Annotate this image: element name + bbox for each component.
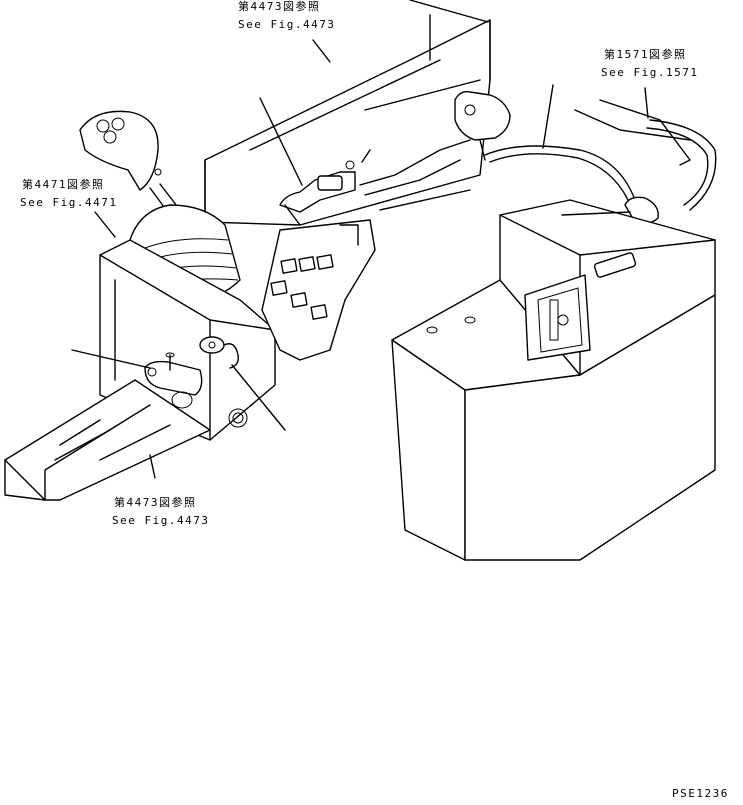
callout-fig1571-jp: 第1571図参照 bbox=[604, 48, 687, 61]
harness-connectors bbox=[279, 139, 471, 226]
mounting-bracket bbox=[144, 352, 203, 409]
wire-harness bbox=[484, 99, 717, 225]
callout-fig4471-en: See Fig.4471 bbox=[20, 196, 118, 209]
callout-fig4473-top-en: See Fig.4473 bbox=[238, 18, 336, 31]
callout-fig1571-en: See Fig.1571 bbox=[601, 66, 699, 79]
callout-fig4473-bottom-en: See Fig.4473 bbox=[112, 514, 210, 527]
right-console-cabinet bbox=[391, 199, 716, 561]
drawing-part-code: PSE1236 bbox=[672, 787, 729, 800]
leader-lines bbox=[71, 39, 649, 479]
floor-rail bbox=[4, 379, 211, 501]
console-control-panel bbox=[524, 274, 591, 361]
callout-fig4471-jp: 第4471図参照 bbox=[22, 178, 105, 191]
callout-fig4473-bottom-jp: 第4473図参照 bbox=[114, 496, 197, 509]
switch-sensor bbox=[199, 336, 240, 369]
callout-fig4473-top-jp: 第4473図参照 bbox=[238, 0, 321, 13]
relay-bracket bbox=[261, 219, 376, 361]
control-lever bbox=[79, 110, 181, 216]
harness-plug bbox=[454, 90, 511, 161]
